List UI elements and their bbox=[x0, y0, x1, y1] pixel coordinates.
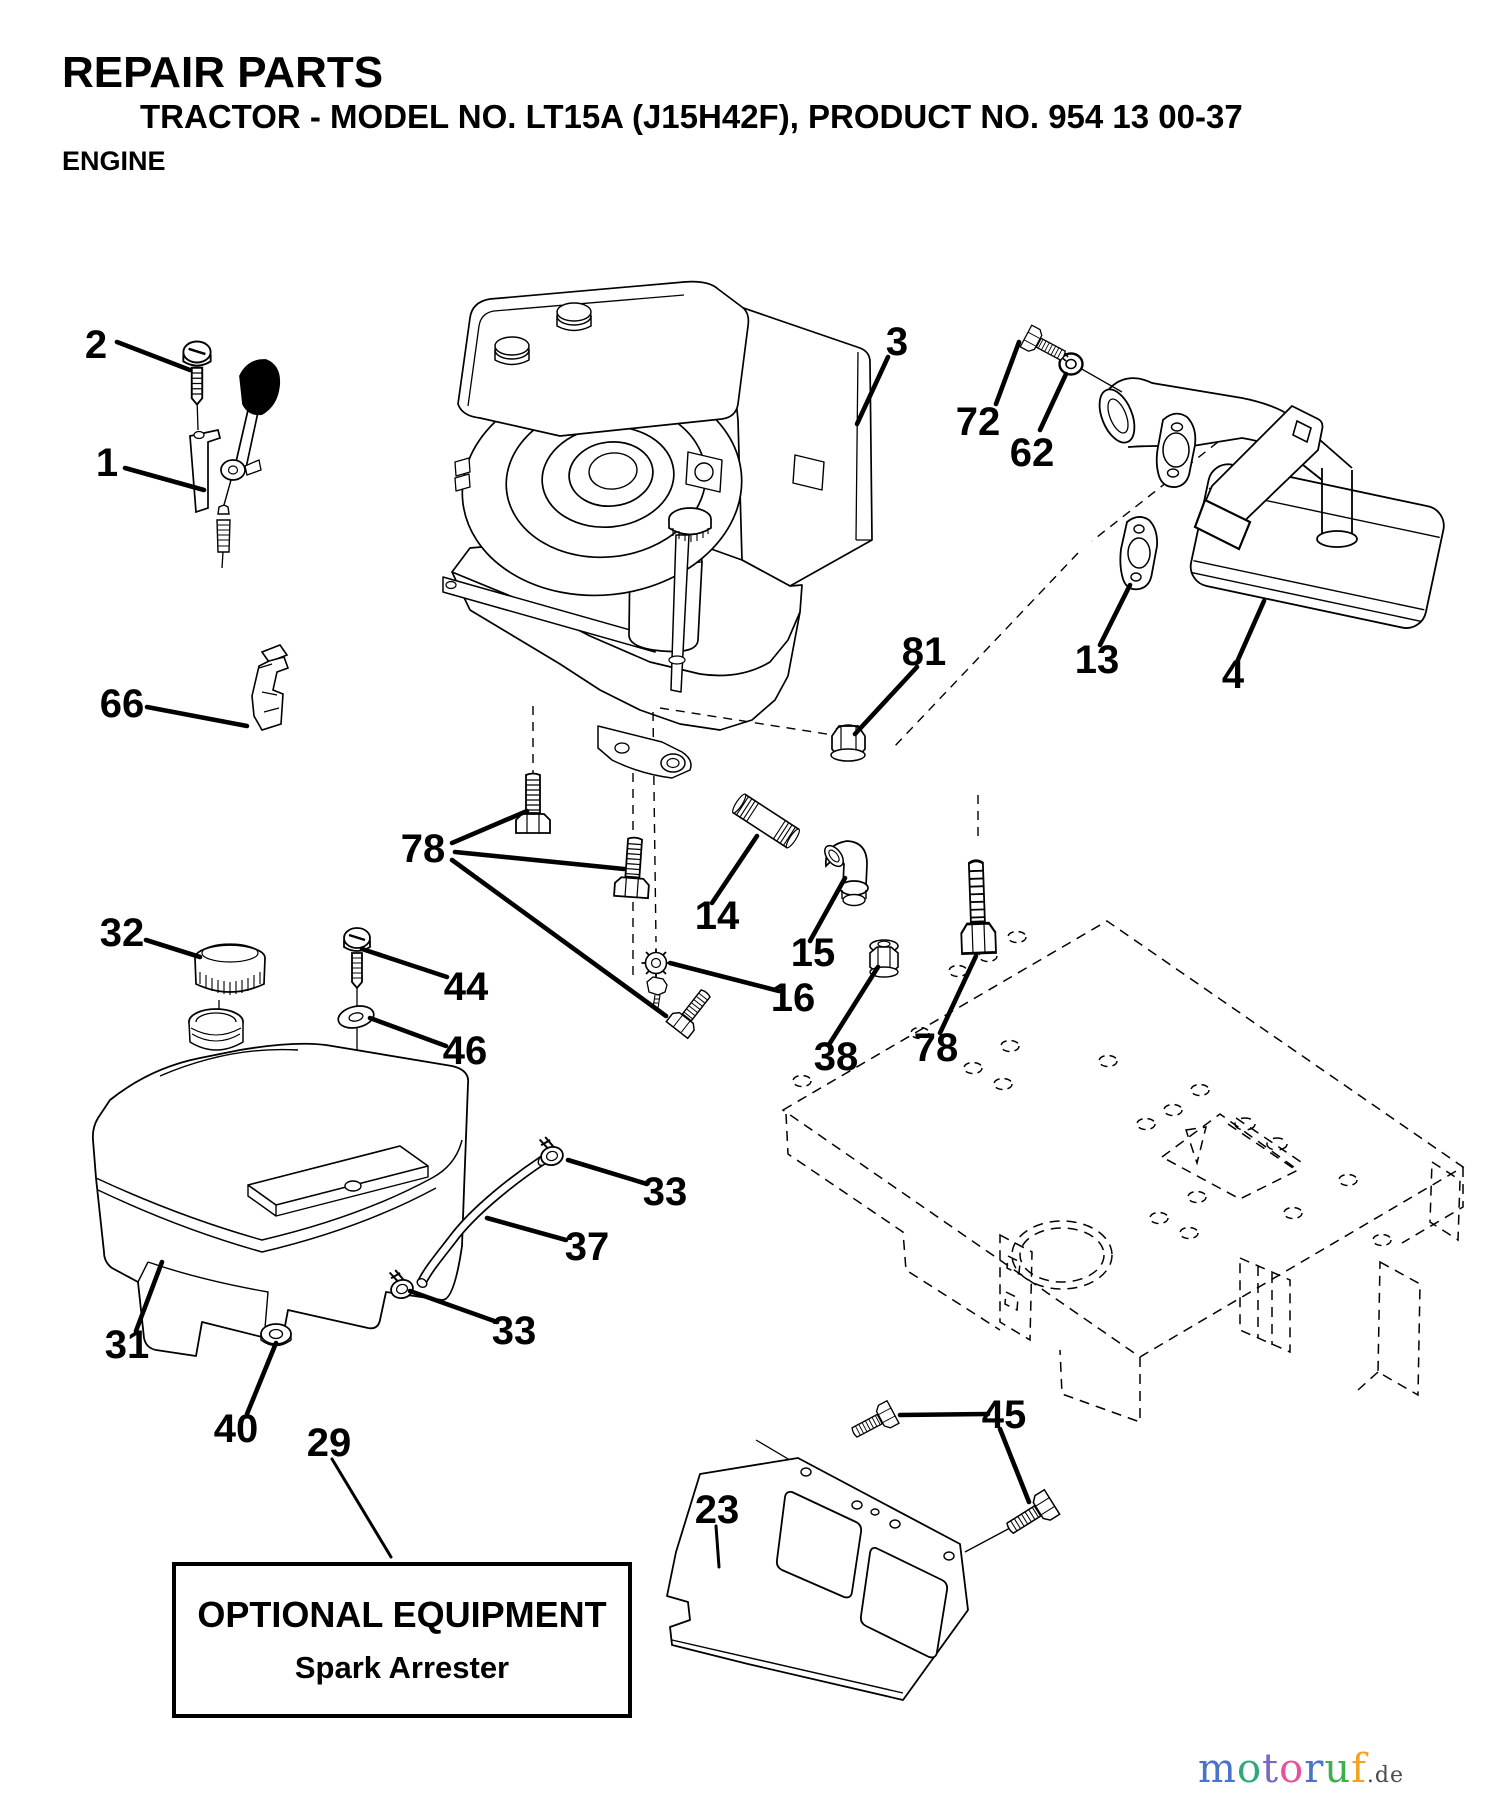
part-label-33b: 33 bbox=[491, 1309, 537, 1353]
watermark-letter: r bbox=[1304, 1746, 1325, 1792]
part-label-29: 29 bbox=[306, 1421, 352, 1465]
heat-shield bbox=[666, 1457, 969, 1701]
part-label-16: 16 bbox=[770, 976, 816, 1020]
watermark-letter: u bbox=[1324, 1746, 1352, 1792]
part-label-2: 2 bbox=[84, 323, 108, 367]
optional-equipment-box: OPTIONAL EQUIPMENT Spark Arrester bbox=[172, 1562, 632, 1718]
engine-bolt-c bbox=[665, 983, 718, 1040]
watermark-suffix: .de bbox=[1366, 1763, 1405, 1788]
part-label-1: 1 bbox=[95, 441, 119, 485]
part-label-31: 31 bbox=[104, 1323, 150, 1367]
chassis-plate-hidden-outline bbox=[781, 920, 1465, 1424]
watermark-letter: o bbox=[1279, 1746, 1305, 1792]
part-label-81: 81 bbox=[901, 630, 947, 674]
fuel-cap bbox=[194, 943, 266, 995]
page-title: REPAIR PARTS bbox=[62, 48, 384, 97]
pipe-nipple bbox=[732, 793, 800, 849]
part-label-37: 37 bbox=[564, 1225, 610, 1269]
part-label-38: 38 bbox=[813, 1035, 859, 1079]
watermark-letter: f bbox=[1351, 1746, 1367, 1792]
part-label-72: 72 bbox=[955, 400, 1001, 444]
optional-equipment-title: OPTIONAL EQUIPMENT bbox=[197, 1594, 607, 1635]
part-label-62: 62 bbox=[1009, 431, 1055, 475]
part-label-78a: 78 bbox=[400, 827, 446, 871]
part-label-40: 40 bbox=[213, 1407, 259, 1451]
split-lock-washer bbox=[1058, 350, 1084, 376]
model-subtitle: TRACTOR - MODEL NO. LT15A (J15H42F), PRO… bbox=[140, 98, 1243, 135]
elbow-fitting bbox=[824, 840, 869, 907]
shield-screw-a bbox=[846, 1400, 900, 1445]
part-label-45: 45 bbox=[981, 1393, 1027, 1437]
section-label: ENGINE bbox=[62, 146, 166, 176]
fuel-hose bbox=[416, 1153, 549, 1288]
choke-bracket bbox=[251, 644, 290, 731]
nut-38 bbox=[869, 939, 899, 978]
muffler-assembly bbox=[1098, 377, 1445, 629]
grommet bbox=[260, 1323, 292, 1347]
watermark-letter: o bbox=[1236, 1746, 1263, 1792]
part-label-23: 23 bbox=[694, 1488, 740, 1532]
motoruf-watermark: motoruf.de bbox=[1198, 1746, 1404, 1792]
engine-bolt-d bbox=[957, 858, 998, 955]
part-label-3: 3 bbox=[885, 320, 909, 364]
fuel-tank bbox=[91, 1008, 470, 1357]
throttle-control bbox=[182, 340, 281, 569]
part-label-46: 46 bbox=[442, 1029, 488, 1073]
engine-bolt-a bbox=[515, 772, 551, 834]
callout-leader-lines bbox=[114, 339, 1267, 1505]
part-label-33a: 33 bbox=[642, 1170, 688, 1214]
part-label-15: 15 bbox=[790, 931, 836, 975]
watermark-letter: t bbox=[1262, 1746, 1280, 1792]
exhaust-gasket bbox=[1119, 516, 1158, 591]
flat-washer bbox=[337, 1005, 375, 1029]
shield-screw-b bbox=[1000, 1488, 1061, 1542]
optional-equipment-item: Spark Arrester bbox=[294, 1650, 510, 1685]
watermark-letter: m bbox=[1198, 1746, 1237, 1792]
part-label-78b: 78 bbox=[913, 1026, 959, 1070]
part-label-44: 44 bbox=[443, 965, 489, 1009]
part-label-14: 14 bbox=[694, 894, 740, 938]
part-label-13: 13 bbox=[1074, 638, 1120, 682]
part-label-4: 4 bbox=[1221, 653, 1245, 697]
engine bbox=[442, 280, 873, 779]
thin-leader-lines bbox=[330, 1457, 721, 1569]
lock-washer-16 bbox=[641, 948, 671, 1009]
tank-screw bbox=[342, 926, 372, 990]
part-label-66: 66 bbox=[99, 682, 145, 726]
part-label-32: 32 bbox=[99, 911, 145, 955]
